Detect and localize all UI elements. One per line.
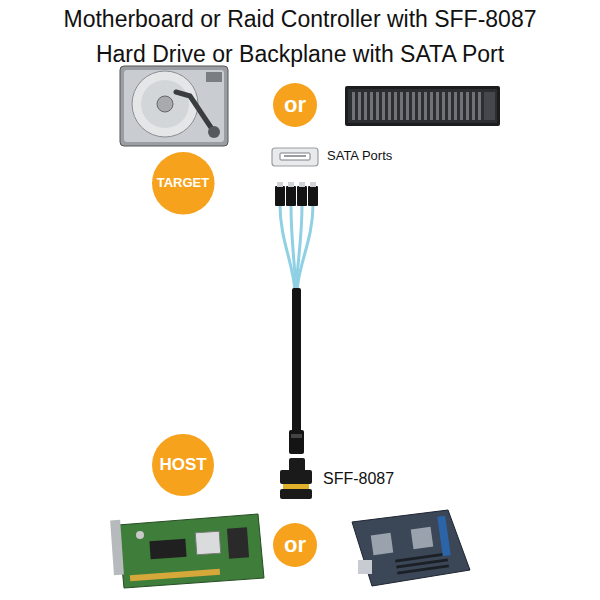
server-chassis [345, 86, 500, 126]
motherboard [352, 510, 470, 586]
orange-circle-badge: or [273, 523, 317, 567]
sff-8087-plug [280, 458, 312, 499]
raid-controller-card [110, 514, 264, 588]
badge-text: or [284, 532, 306, 558]
orange-circle-badge: or [273, 83, 317, 127]
circle-fill [273, 523, 317, 567]
sata-port-icon [272, 148, 318, 166]
sata-cable [275, 182, 318, 454]
title: Motherboard or Raid Controller with SFF-… [50, 2, 550, 72]
badge-text: TARGET [157, 175, 209, 190]
circle-fill [152, 152, 215, 215]
part-label: SFF-8087 [323, 470, 394, 488]
hard-drive [120, 66, 228, 146]
circle-fill [152, 434, 214, 496]
circle-fill [273, 83, 317, 127]
part-label: SATA Ports [327, 148, 392, 163]
orange-circle-badge: HOST [152, 434, 214, 496]
badge-text: HOST [159, 455, 206, 475]
badge-text: or [284, 92, 306, 118]
orange-circle-badge: TARGET [152, 152, 215, 215]
